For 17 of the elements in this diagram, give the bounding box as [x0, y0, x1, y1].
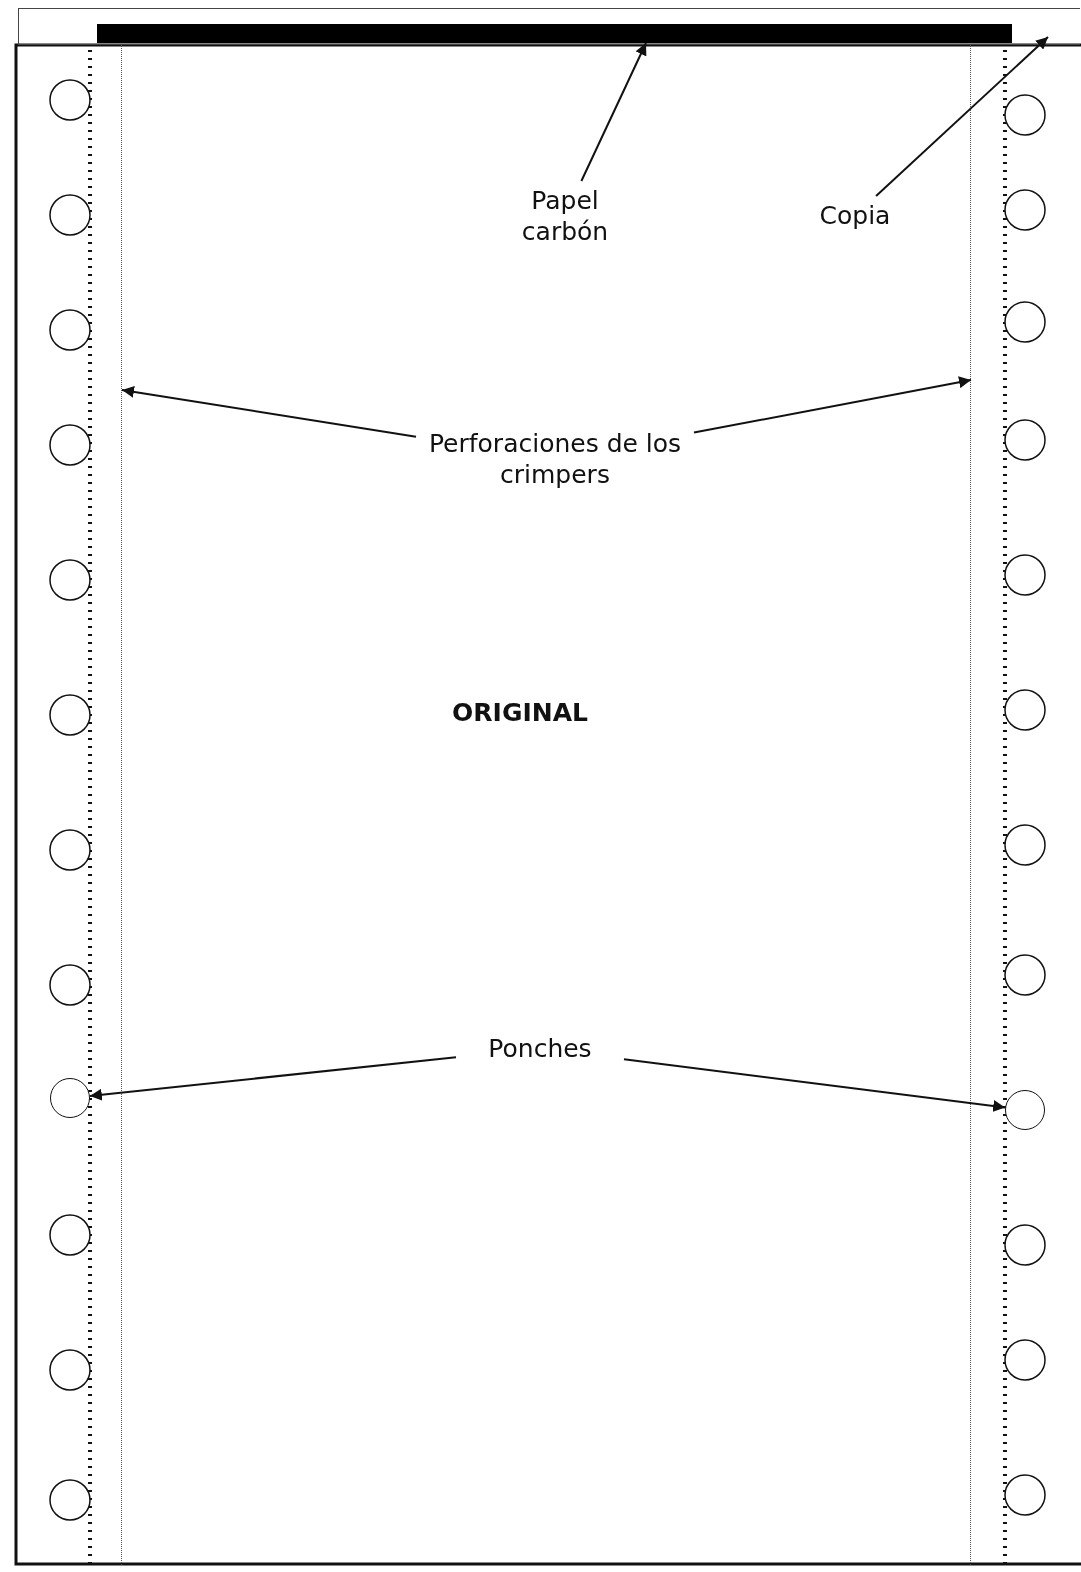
callout-label: Perforaciones de los crimpers [420, 428, 690, 490]
leader-arrow [580, 42, 647, 182]
leader-arrow [623, 1058, 1007, 1112]
leader-arrow [88, 1056, 457, 1101]
leader-arrow [693, 376, 972, 434]
punch-hole [50, 1078, 90, 1118]
callout-label: Copia [800, 200, 910, 231]
leader-arrow [875, 36, 1049, 197]
callout-label: Papel carbón [500, 185, 630, 247]
punch-hole [1005, 1090, 1045, 1130]
sheet-label: ORIGINAL [451, 697, 589, 728]
leader-arrow [121, 385, 417, 438]
carbon-paper-strip [97, 24, 1012, 43]
copy-sheet [18, 8, 1080, 45]
callout-label: Ponches [460, 1033, 620, 1064]
crimper-perforation-line [121, 45, 123, 1565]
crimper-perforation-line [970, 45, 972, 1565]
